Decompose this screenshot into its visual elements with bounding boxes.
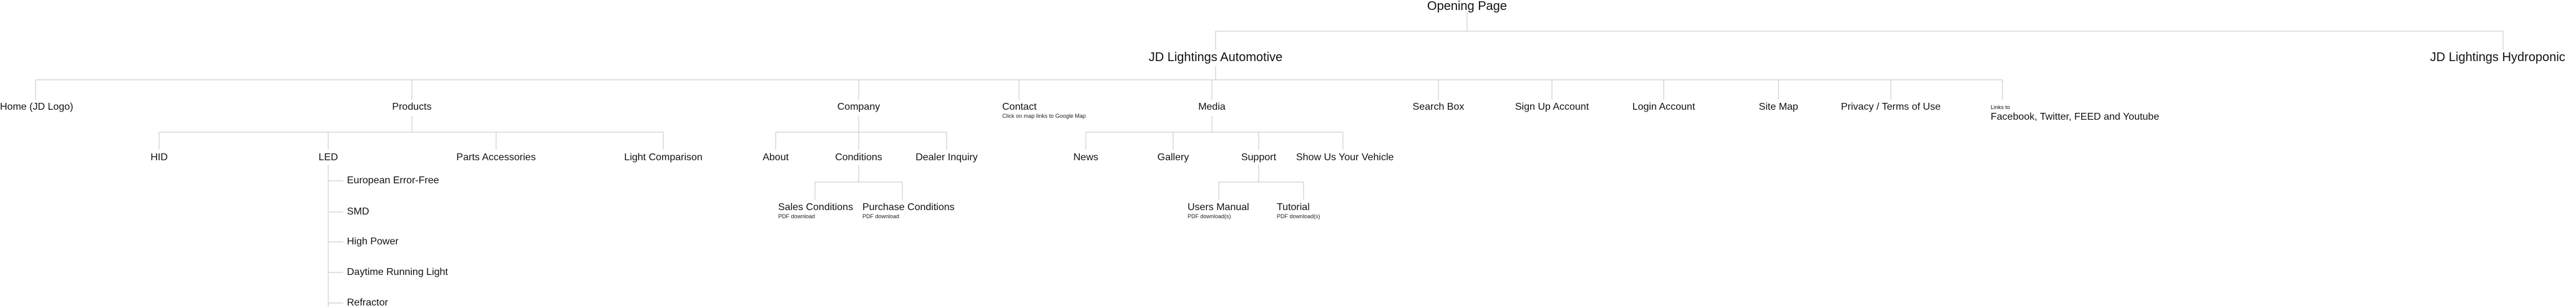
node-hydroponic-site: JD Lightings Hydroponic	[2430, 51, 2565, 64]
node-hid: HID	[150, 152, 168, 163]
node-parts-accessories: Parts Accessories	[456, 152, 536, 163]
purchase-note: PDF download	[862, 213, 900, 219]
node-support: Support	[1241, 152, 1277, 163]
node-products: Products	[392, 102, 432, 112]
node-users-manual: Users Manual PDF download(s)	[1188, 202, 1249, 219]
node-conditions: Conditions	[835, 152, 882, 163]
contact-note: Click on map links to Google Map	[1002, 113, 1086, 119]
node-tutorial: Tutorial PDF download(s)	[1277, 202, 1320, 219]
node-dealer-inquiry: Dealer Inquiry	[915, 152, 978, 163]
node-led-refractor: Refractor	[347, 297, 388, 308]
manual-note: PDF download(s)	[1188, 213, 1231, 219]
social-prefix: Links to	[1991, 104, 2011, 110]
sales-note: PDF download	[778, 213, 816, 219]
node-light-comparison: Light Comparison	[624, 152, 703, 163]
node-news: News	[1073, 152, 1098, 163]
node-show-vehicle: Show Us Your Vehicle	[1296, 152, 1394, 163]
node-sign-up: Sign Up Account	[1515, 102, 1589, 112]
node-contact: Contact Click on map links to Google Map	[1002, 102, 1086, 119]
node-about: About	[763, 152, 789, 163]
node-led-high-power: High Power	[347, 236, 399, 247]
node-privacy: Privacy / Terms of Use	[1841, 102, 1941, 112]
node-led-drl: Daytime Running Light	[347, 267, 448, 277]
node-led-smd: SMD	[347, 206, 369, 217]
node-led-european: European Error-Free	[347, 175, 439, 186]
node-search-box: Search Box	[1412, 102, 1465, 112]
tutorial-note: PDF download(s)	[1277, 213, 1320, 219]
node-site-map: Site Map	[1759, 102, 1798, 112]
node-gallery: Gallery	[1157, 152, 1189, 163]
node-home: Home (JD Logo)	[0, 102, 74, 112]
node-purchase-conditions: Purchase Conditions PDF download	[862, 202, 955, 219]
social-label: Facebook, Twitter, FEED and Youtube	[1991, 112, 2160, 122]
node-led: LED	[318, 152, 338, 163]
node-opening-page: Opening Page	[1427, 0, 1507, 13]
node-login: Login Account	[1632, 102, 1695, 112]
node-company: Company	[837, 102, 881, 112]
node-automotive-site: JD Lightings Automotive	[1148, 51, 1283, 64]
node-sales-conditions: Sales Conditions PDF download	[778, 202, 854, 219]
node-media: Media	[1198, 102, 1226, 112]
node-social-links: Links to Facebook, Twitter, FEED and You…	[1991, 105, 2159, 122]
